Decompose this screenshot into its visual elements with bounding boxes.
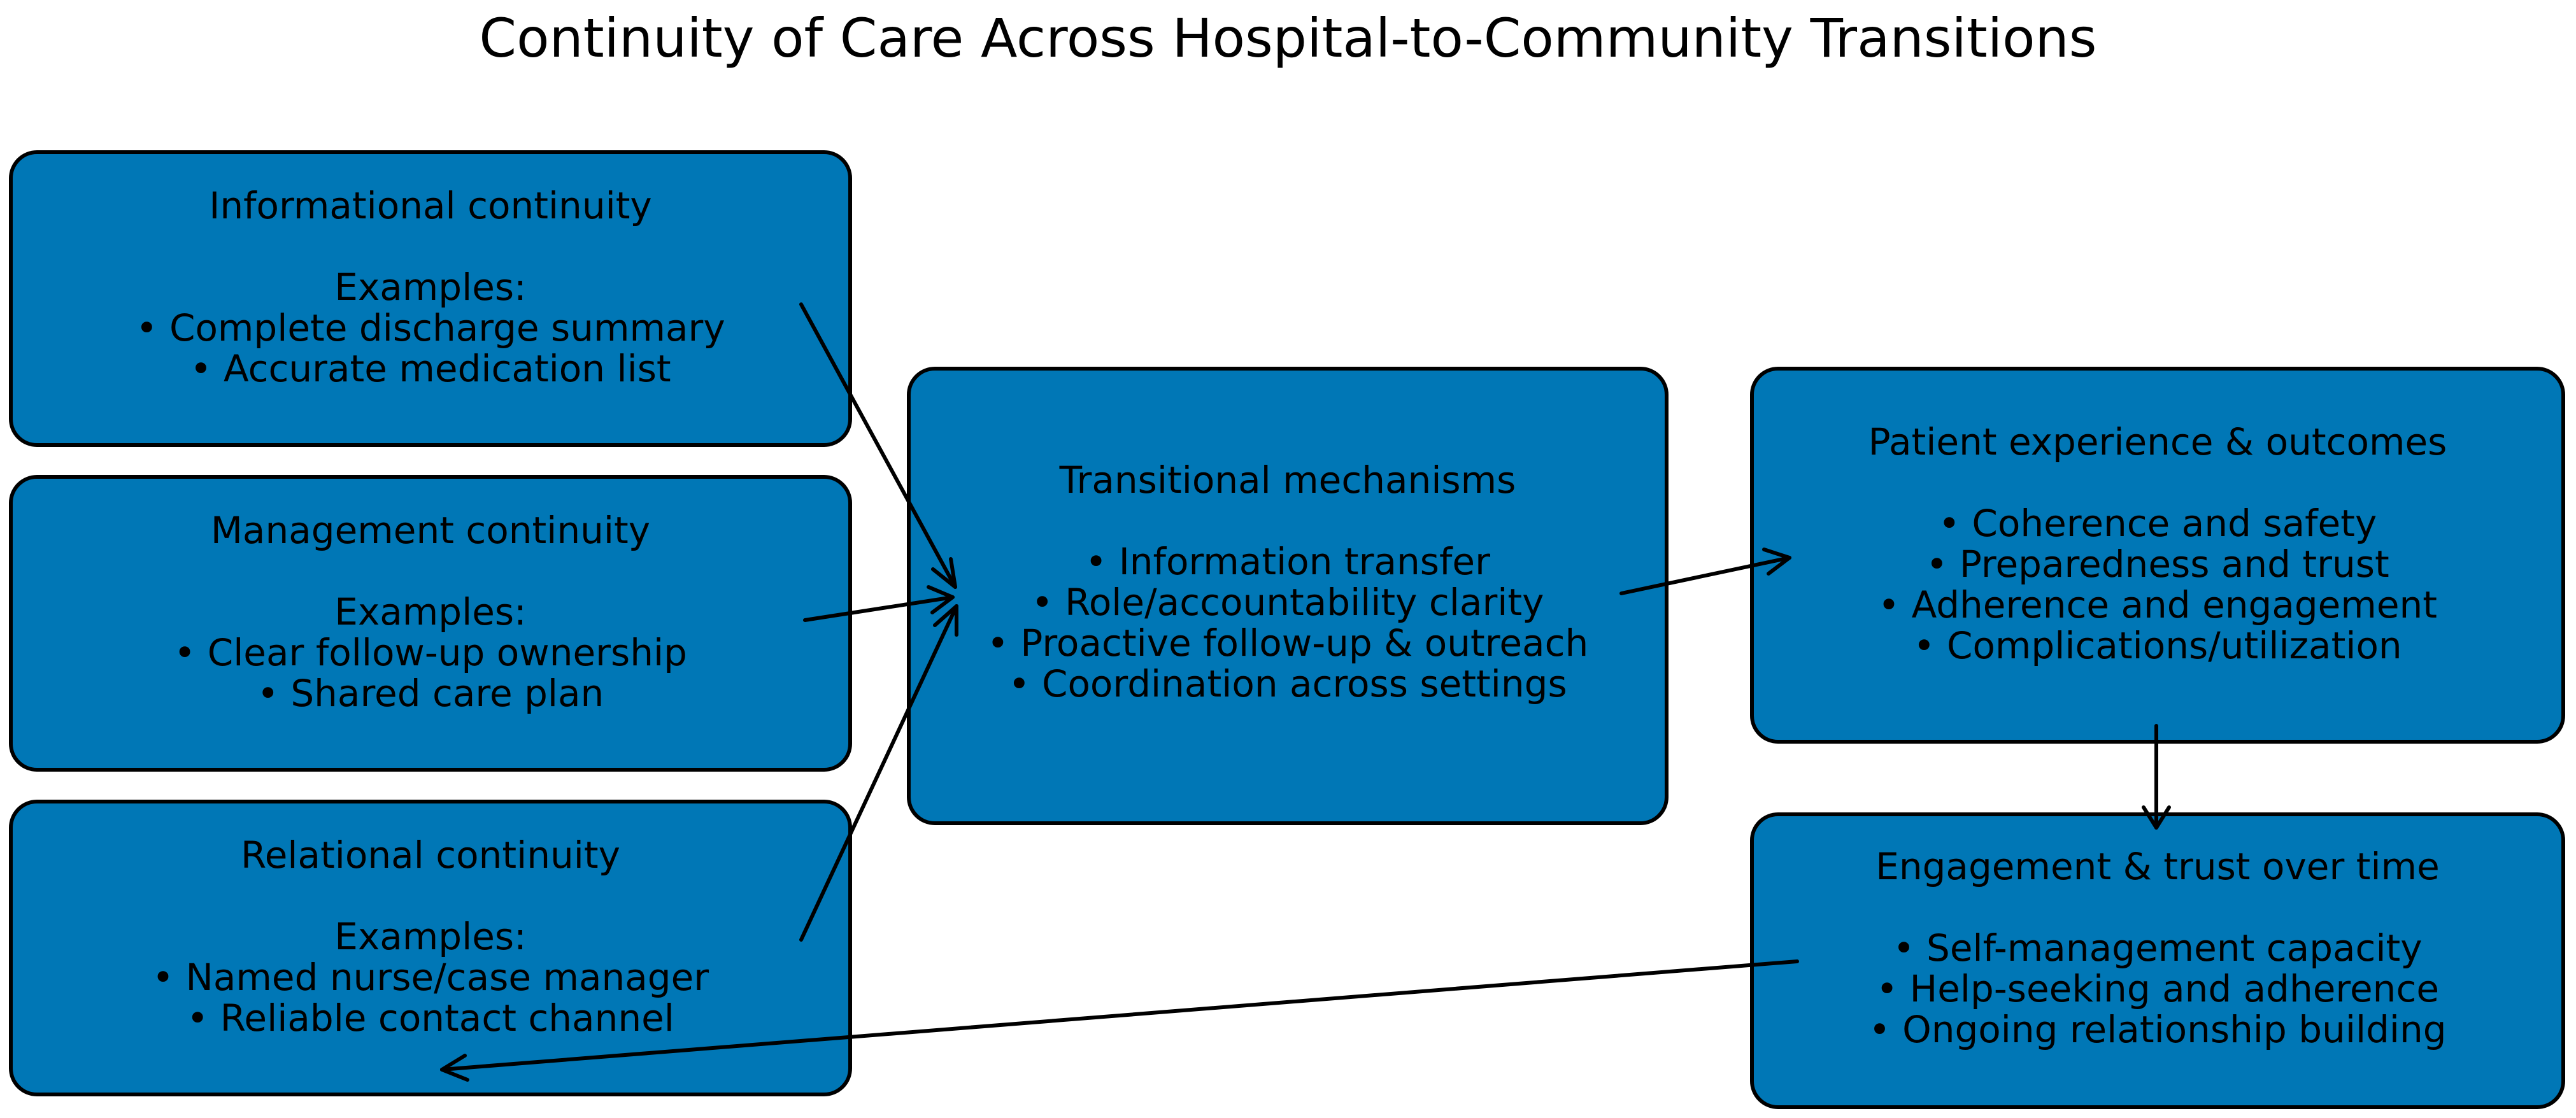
- outcome-item: • Coherence and safety: [1938, 502, 2377, 545]
- relational-example-item: • Named nurse/case manager: [152, 956, 709, 999]
- relational-continuity-box: Relational continuity Examples: • Named …: [9, 800, 852, 1096]
- diagram-title: Continuity of Care Across Hospital-to-Co…: [479, 7, 2097, 69]
- patient-outcomes-title: Patient experience & outcomes: [1868, 420, 2447, 463]
- outcome-item: • Complications/utilization: [1913, 624, 2402, 667]
- engagement-item: • Ongoing relationship building: [1868, 1008, 2447, 1051]
- informational-examples-heading: Examples:: [334, 265, 527, 309]
- engagement-trust-title: Engagement & trust over time: [1875, 845, 2440, 888]
- mechanism-item: • Coordination across settings: [1008, 662, 1567, 705]
- informational-example-item: • Complete discharge summary: [136, 306, 725, 350]
- management-examples-heading: Examples:: [334, 590, 527, 633]
- outcome-item: • Adherence and engagement: [1877, 583, 2438, 626]
- patient-outcomes-box: Patient experience & outcomes • Coherenc…: [1750, 367, 2565, 744]
- management-continuity-title: Management continuity: [210, 509, 651, 552]
- relational-examples-heading: Examples:: [334, 915, 527, 958]
- mechanism-item: • Information transfer: [1085, 540, 1490, 583]
- management-example-item: • Clear follow-up ownership: [174, 631, 687, 674]
- engagement-item: • Self-management capacity: [1893, 926, 2423, 970]
- outcome-item: • Preparedness and trust: [1926, 542, 2389, 586]
- transitional-mechanisms-box: Transitional mechanisms • Information tr…: [907, 367, 1669, 825]
- informational-continuity-box: Informational continuity Examples: • Com…: [9, 150, 852, 447]
- management-continuity-box: Management continuity Examples: • Clear …: [9, 475, 852, 772]
- engagement-trust-box: Engagement & trust over time • Self-mana…: [1750, 812, 2565, 1109]
- management-example-item: • Shared care plan: [257, 672, 604, 715]
- relational-example-item: • Reliable contact channel: [187, 996, 674, 1040]
- mechanism-item: • Proactive follow-up & outreach: [986, 621, 1589, 665]
- informational-continuity-title: Informational continuity: [209, 184, 652, 227]
- informational-example-item: • Accurate medication list: [190, 347, 671, 390]
- mechanism-item: • Role/accountability clarity: [1031, 581, 1544, 624]
- engagement-item: • Help-seeking and adherence: [1875, 967, 2440, 1010]
- relational-continuity-title: Relational continuity: [241, 833, 620, 877]
- transitional-mechanisms-title: Transitional mechanisms: [1059, 458, 1516, 502]
